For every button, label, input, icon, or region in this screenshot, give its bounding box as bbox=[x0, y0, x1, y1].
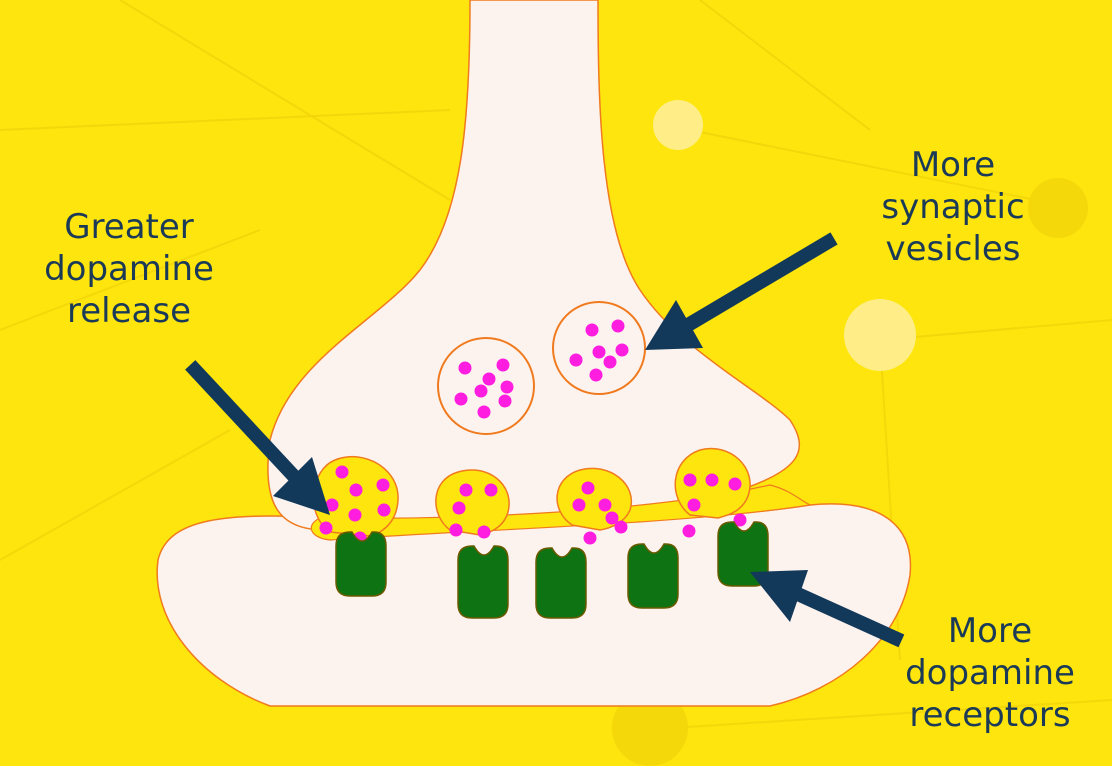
dopamine-molecule-icon bbox=[349, 509, 362, 522]
label-line: More bbox=[875, 610, 1105, 652]
dopamine-molecule-icon bbox=[604, 356, 617, 369]
dopamine-molecule-icon bbox=[706, 474, 719, 487]
dopamine-molecule-icon bbox=[450, 524, 463, 537]
dopamine-molecule-icon bbox=[483, 373, 496, 386]
dopamine-molecule-icon bbox=[616, 344, 629, 357]
dopamine-molecule-icon bbox=[593, 346, 606, 359]
dopamine-molecule-icon bbox=[684, 474, 697, 487]
dopamine-molecule-icon bbox=[378, 504, 391, 517]
dopamine-molecule-icon bbox=[612, 320, 625, 333]
dopamine-molecule-icon bbox=[485, 484, 498, 497]
dopamine-molecule-icon bbox=[497, 359, 510, 372]
label-line: Greater bbox=[14, 206, 244, 248]
dopamine-molecule-icon bbox=[688, 499, 701, 512]
label-line: receptors bbox=[875, 694, 1105, 736]
label-line: synaptic bbox=[848, 186, 1058, 228]
dopamine-molecule-icon bbox=[573, 499, 586, 512]
receptor-icon bbox=[536, 548, 586, 618]
more-dopamine-receptors-label: More dopamine receptors bbox=[875, 610, 1105, 736]
vesicle-icon bbox=[438, 338, 534, 434]
dopamine-molecule-icon bbox=[599, 499, 612, 512]
label-line: vesicles bbox=[848, 228, 1058, 270]
postsynaptic-neuron bbox=[157, 504, 910, 706]
arrow-icon bbox=[645, 242, 828, 350]
more-synaptic-vesicles-label: More synaptic vesicles bbox=[848, 144, 1058, 270]
dopamine-molecule-icon bbox=[320, 522, 333, 535]
greater-dopamine-release-label: Greater dopamine release bbox=[14, 206, 244, 332]
label-line: dopamine bbox=[875, 652, 1105, 694]
dopamine-molecule-icon bbox=[475, 385, 488, 398]
receptor-icon bbox=[336, 532, 386, 596]
docked-vesicle bbox=[436, 470, 509, 535]
dopamine-molecule-icon bbox=[683, 525, 696, 538]
dopamine-molecule-icon bbox=[350, 484, 363, 497]
dopamine-molecule-icon bbox=[586, 324, 599, 337]
dopamine-molecule-icon bbox=[501, 381, 514, 394]
dopamine-molecule-icon bbox=[478, 406, 491, 419]
dopamine-molecule-icon bbox=[377, 479, 390, 492]
label-line: dopamine bbox=[14, 248, 244, 290]
dopamine-molecule-icon bbox=[460, 484, 473, 497]
dopamine-molecule-icon bbox=[584, 532, 597, 545]
dopamine-molecule-icon bbox=[582, 482, 595, 495]
decor-circle bbox=[844, 299, 916, 371]
dopamine-molecule-icon bbox=[499, 395, 512, 408]
label-line: More bbox=[848, 144, 1058, 186]
dopamine-molecule-icon bbox=[459, 362, 472, 375]
dopamine-molecule-icon bbox=[336, 466, 349, 479]
label-line: release bbox=[14, 290, 244, 332]
dopamine-molecule-icon bbox=[478, 526, 491, 539]
dopamine-molecule-icon bbox=[729, 478, 742, 491]
dopamine-molecule-icon bbox=[590, 369, 603, 382]
dopamine-molecule-icon bbox=[455, 393, 468, 406]
receptor-icon bbox=[628, 544, 678, 608]
dopamine-molecule-icon bbox=[570, 354, 583, 367]
dopamine-molecule-icon bbox=[453, 502, 466, 515]
decor-circle bbox=[653, 100, 703, 150]
receptor-icon bbox=[458, 546, 508, 618]
dopamine-molecule-icon bbox=[615, 521, 628, 534]
